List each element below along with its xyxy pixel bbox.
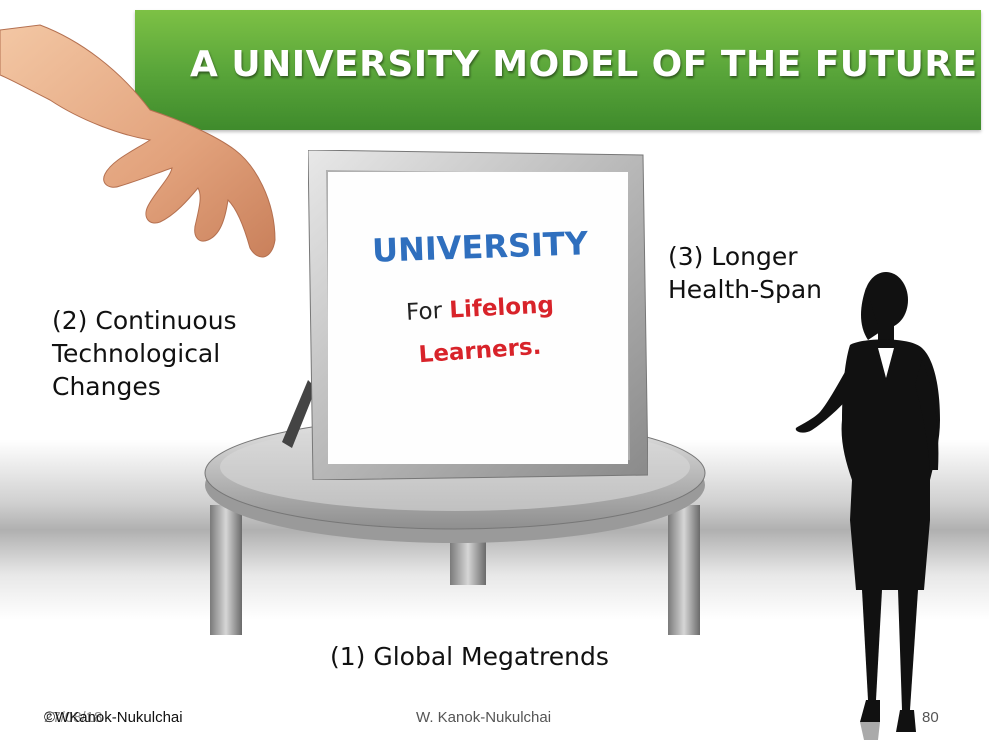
hand-illustration bbox=[0, 24, 276, 258]
footer-copyright: ©WKanok-Nukulchai bbox=[44, 709, 183, 726]
footer-page-number: 80 bbox=[922, 709, 939, 726]
label-2-line2: Technological bbox=[52, 339, 221, 368]
slide-title: A UNIVERSITY MODEL OF THE FUTURE bbox=[190, 44, 978, 85]
footer-date: 27/08/18 bbox=[44, 709, 103, 726]
board-lifelong-highlight: Lifelong bbox=[448, 292, 555, 324]
board-for-text: For bbox=[405, 298, 443, 326]
label-3-line2: Health-Span bbox=[668, 275, 823, 304]
woman-silhouette-illustration bbox=[795, 272, 940, 740]
label-2-line3: Changes bbox=[52, 372, 161, 401]
footer-author: W. Kanok-Nukulchai bbox=[416, 709, 552, 726]
label-longer-health-span: (3) Longer Health-Span bbox=[668, 240, 822, 306]
frame-canvas bbox=[328, 172, 628, 464]
label-2-line1: (2) Continuous bbox=[52, 306, 237, 335]
label-3-line1: (3) Longer bbox=[668, 242, 798, 271]
label-continuous-tech-changes: (2) Continuous Technological Changes bbox=[52, 304, 237, 403]
title-banner bbox=[135, 10, 981, 130]
frame-stand-icon bbox=[282, 380, 316, 448]
label-global-megatrends: (1) Global Megatrends bbox=[330, 642, 609, 671]
